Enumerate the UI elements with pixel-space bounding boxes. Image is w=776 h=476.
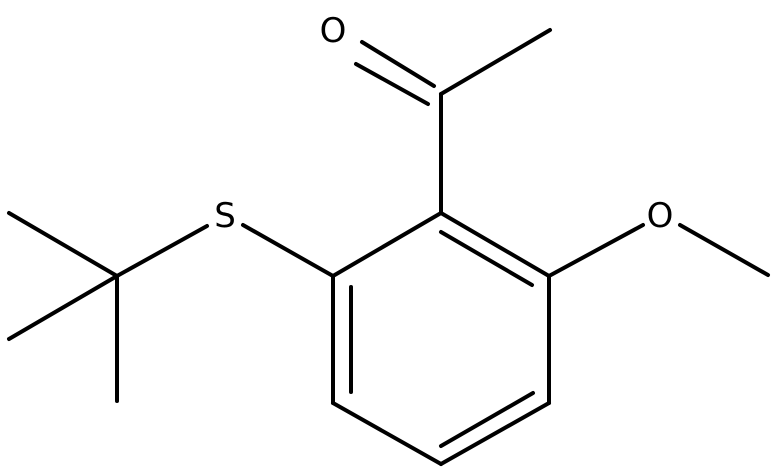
ring-bond-6-1 [331, 211, 443, 278]
sulfur-carbon-bond [115, 224, 209, 278]
methoxy-group [547, 223, 770, 278]
acetyl-group [354, 28, 552, 215]
ring-sulfur-bond [241, 223, 335, 278]
carbonyl-double-bond-outer [360, 40, 436, 88]
ring-oxygen-bond [547, 223, 645, 278]
oxygen-methyl-bond [678, 223, 770, 277]
ring-bond-3-4-inner [439, 391, 535, 448]
methoxy-oxygen-label: O [647, 196, 674, 236]
tert-butyl-methyl-left [7, 274, 119, 341]
tert-butylthio-group [7, 211, 335, 403]
acetyl-methyl-bond [439, 28, 552, 96]
ring-bond-1-2-inner [439, 230, 534, 287]
ring-bond-3-4 [439, 401, 551, 466]
carbonyl-double-bond-inner [354, 62, 430, 106]
tert-butyl-methyl-up [7, 211, 119, 278]
carbonyl-oxygen-label: O [320, 11, 347, 51]
sulfur-label: S [214, 196, 236, 236]
ring-bond-4-5 [331, 401, 443, 466]
ring-bond-1-2 [439, 211, 551, 278]
benzene-ring [331, 211, 551, 466]
